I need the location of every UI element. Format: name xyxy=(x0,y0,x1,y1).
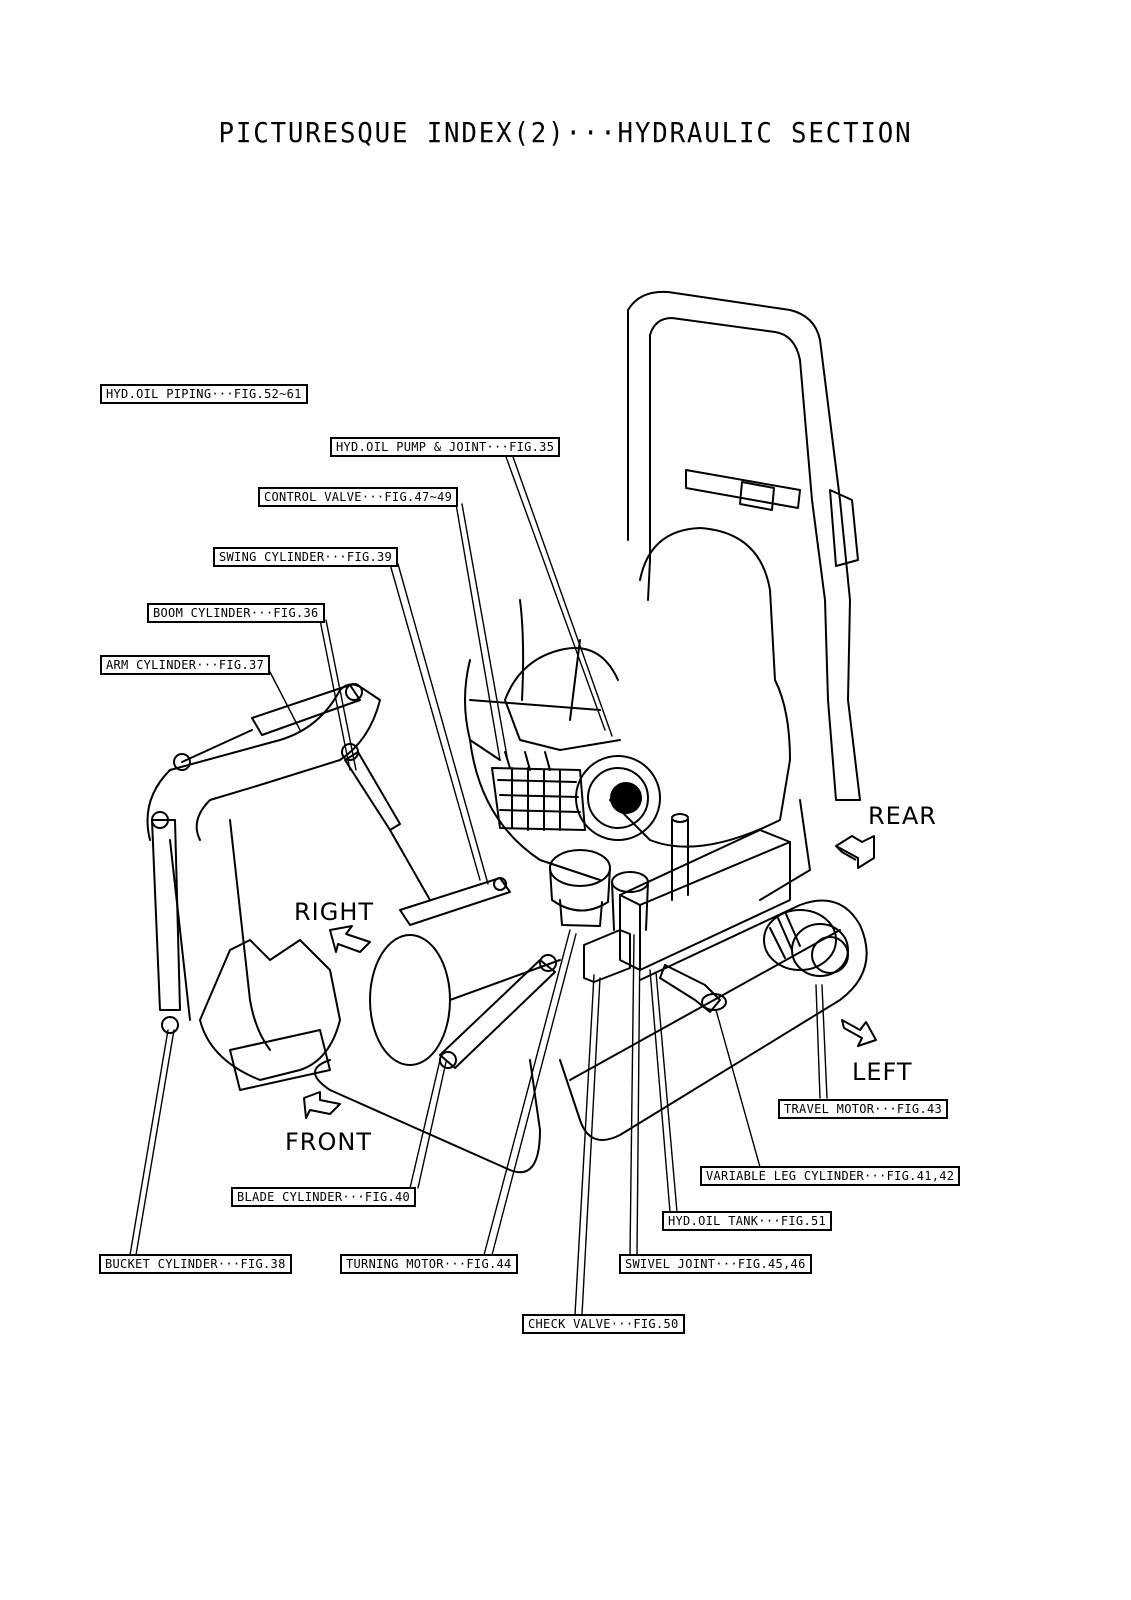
direction-label-left: LEFT xyxy=(852,1058,913,1086)
callout-turning-motor: TURNING MOTOR···FIG.44 xyxy=(340,1254,518,1274)
swing-cylinder-body xyxy=(399,877,511,926)
direction-label-right: RIGHT xyxy=(294,898,375,926)
operator-seat xyxy=(504,527,791,848)
boom xyxy=(146,683,381,1051)
arm-cylinder-body xyxy=(173,683,363,771)
upper-deck xyxy=(469,739,811,901)
callout-hyd-oil-piping: HYD.OIL PIPING···FIG.52~61 xyxy=(100,384,308,404)
direction-label-rear: REAR xyxy=(868,802,937,830)
callout-swivel-joint: SWIVEL JOINT···FIG.45,46 xyxy=(619,1254,812,1274)
control-valve-block xyxy=(491,751,586,831)
page-title: PICTURESQUE INDEX(2)···HYDRAULIC SECTION xyxy=(218,116,913,149)
direction-label-front: FRONT xyxy=(285,1128,372,1156)
callout-control-valve: CONTROL VALVE···FIG.47~49 xyxy=(258,487,459,507)
check-valve-box xyxy=(583,929,631,983)
undercarriage-tracks xyxy=(314,899,868,1174)
bucket xyxy=(199,939,341,1091)
callout-blade-cylinder: BLADE CYLINDER···FIG.40 xyxy=(231,1187,417,1207)
callout-hyd-oil-pump-joint: HYD.OIL PUMP & JOINT···FIG.35 xyxy=(330,437,561,457)
travel-motor-body xyxy=(763,909,849,977)
turning-motor-body xyxy=(549,849,611,927)
callout-bucket-cylinder: BUCKET CYLINDER···FIG.38 xyxy=(99,1254,292,1274)
variable-leg-cylinder-body xyxy=(659,964,727,1013)
swivel-joint-body xyxy=(611,871,649,931)
boom-cylinder-body xyxy=(341,743,431,901)
rops-frame xyxy=(627,290,861,801)
leader-lines xyxy=(129,453,828,1316)
direction-arrows xyxy=(303,835,877,1119)
rear-arrow-icon xyxy=(835,835,875,869)
callout-arm-cylinder: ARM CYLINDER···FIG.37 xyxy=(100,655,271,675)
right-arrow-icon xyxy=(329,925,371,953)
callout-hyd-oil-tank: HYD.OIL TANK···FIG.51 xyxy=(662,1211,833,1231)
left-arrow-icon xyxy=(841,1019,877,1047)
front-arrow-icon xyxy=(303,1091,341,1119)
callout-swing-cylinder: SWING CYLINDER···FIG.39 xyxy=(213,547,399,567)
hyd-pump xyxy=(575,755,661,841)
callout-travel-motor: TRAVEL MOTOR···FIG.43 xyxy=(778,1099,949,1119)
callout-boom-cylinder: BOOM CYLINDER···FIG.36 xyxy=(147,603,325,623)
arm-and-bucket-cylinder xyxy=(151,811,191,1034)
callout-check-valve: CHECK VALVE···FIG.50 xyxy=(522,1314,685,1334)
callout-variable-leg-cylinder: VARIABLE LEG CYLINDER···FIG.41,42 xyxy=(700,1166,961,1186)
control-levers xyxy=(464,599,601,761)
